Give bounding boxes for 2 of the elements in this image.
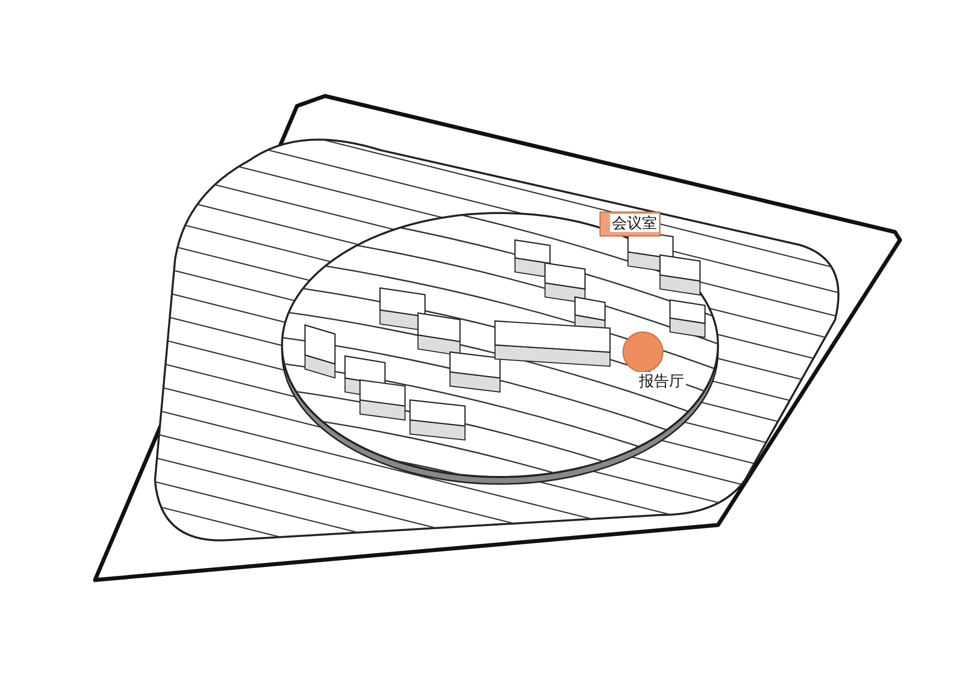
room-label: 会议室 — [610, 214, 659, 232]
room-label: 报告厅 — [637, 372, 686, 390]
